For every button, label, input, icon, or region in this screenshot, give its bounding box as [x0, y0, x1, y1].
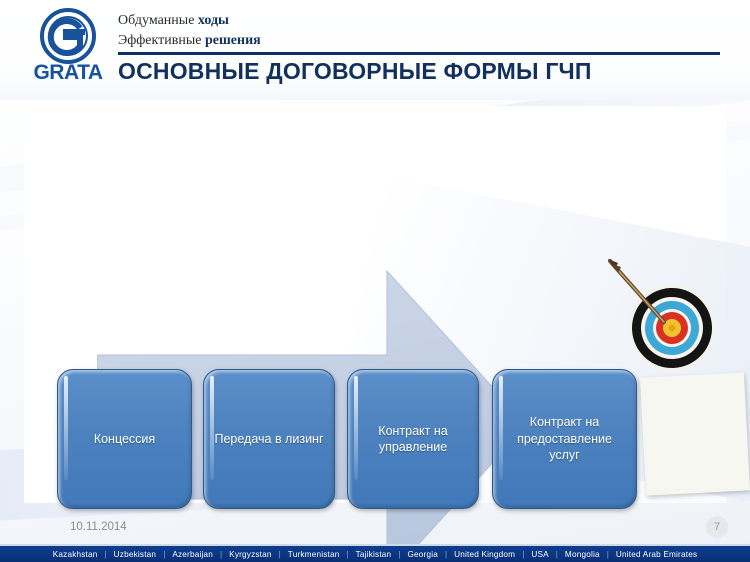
country-separator: |	[346, 549, 349, 559]
country-separator: |	[445, 549, 448, 559]
slide-date: 10.11.2014	[70, 521, 127, 533]
country-label: Kazakhstan	[52, 549, 98, 559]
country-label: Uzbekistan	[113, 549, 157, 559]
country-label: Kyrgyzstan	[229, 549, 272, 559]
page-title: ОСНОВНЫЕ ДОГОВОРНЫЕ ФОРМЫ ГЧП	[118, 58, 592, 84]
tagline-line2-bold: решения	[204, 33, 261, 49]
country-separator: |	[606, 549, 609, 559]
slide-header: GRATA Обдуманные ходы Эффективные решени…	[0, 0, 750, 100]
grata-circle-g-logo-icon	[40, 8, 96, 64]
process-box-management-contract[interactable]: Контракт на управление	[347, 369, 479, 509]
country-separator: |	[522, 549, 525, 559]
country-label: Turkmenistan	[287, 549, 340, 559]
country-separator: |	[220, 549, 223, 559]
title-divider	[118, 52, 720, 55]
brand-tagline: Обдуманные ходы Эффективные решения	[118, 11, 261, 52]
process-box-label: Контракт на предоставление услуг	[517, 415, 612, 463]
footer-top-divider	[0, 544, 750, 546]
process-box-label: Контракт на управление	[378, 423, 448, 455]
process-box-list: Концессия Передача в лизинг Контракт на …	[57, 369, 642, 509]
country-separator: |	[104, 549, 107, 559]
arrow-shaft	[608, 259, 666, 324]
page-number-badge: 7	[706, 516, 728, 538]
grata-logo-text: GRATA	[33, 61, 103, 84]
country-separator: |	[278, 549, 281, 559]
country-separator: |	[163, 549, 166, 559]
process-box-label: Концессия	[93, 431, 156, 446]
country-label: Azerbaijan	[172, 549, 214, 559]
country-label: United Arab Emirates	[615, 549, 698, 559]
process-box-leasing[interactable]: Передача в лизинг	[203, 369, 335, 509]
country-label: USA	[531, 549, 549, 559]
tagline-line-2: Эффективные решения	[118, 31, 261, 51]
tagline-line1-regular: Обдуманные	[118, 13, 198, 28]
process-box-service-contract[interactable]: Контракт на предоставление услуг	[492, 369, 637, 509]
country-label: Tajikistan	[355, 549, 392, 559]
country-separator: |	[398, 549, 401, 559]
process-box-concession[interactable]: Концессия	[57, 369, 192, 509]
tagline-line-1: Обдуманные ходы	[118, 11, 261, 31]
tagline-line1-bold: ходы	[197, 13, 229, 28]
offices-countries-bar: Kazakhstan | Uzbekistan | Azerbaijan | Kyrgyzs…	[0, 546, 750, 562]
country-label: Mongolia	[564, 549, 600, 559]
country-label: United Kingdom	[454, 549, 516, 559]
country-separator: |	[555, 549, 558, 559]
process-box-label: Передача в лизинг	[214, 431, 324, 446]
country-label: Georgia	[407, 549, 438, 559]
tagline-line2-regular: Эффективные	[118, 33, 205, 49]
archery-target-icon	[608, 259, 716, 372]
grata-logo[interactable]: GRATA	[22, 8, 114, 90]
